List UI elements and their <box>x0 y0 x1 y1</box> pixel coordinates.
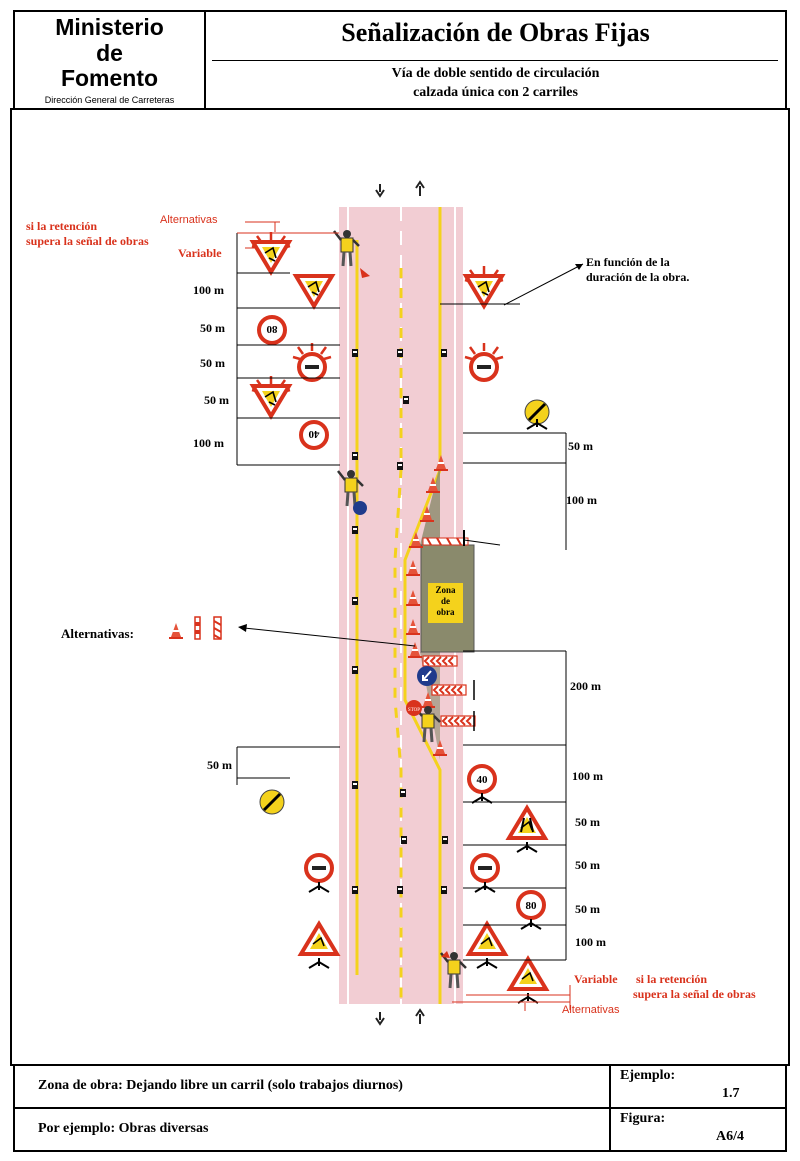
left-dimension-lines <box>236 233 340 785</box>
left-sign-3: 80 <box>257 315 287 345</box>
right-lower-sign-overtake <box>470 853 500 893</box>
right-lower-sign-works <box>467 922 507 969</box>
right-lower-sign-80: 80 <box>516 890 546 930</box>
left-distance-4: 50 m <box>204 393 229 407</box>
right-lower-distance-2: 50 m <box>575 815 600 829</box>
left-sign-1 <box>250 230 292 274</box>
top-retention-note-line1: si la retención <box>26 219 98 233</box>
bottom-variable-label: Variable <box>574 972 618 986</box>
work-zone-label-line2: de <box>441 596 450 606</box>
bottom-retention-note-line1: si la retención <box>636 972 708 986</box>
header-title-underline <box>212 60 778 61</box>
temporary-lane-markings <box>355 207 442 1004</box>
right-lower-distance-3: 50 m <box>575 858 600 872</box>
left-distance-2: 50 m <box>200 321 225 335</box>
alternativas-caption: Alternativas: <box>61 626 134 641</box>
footer-example-text: Por ejemplo: Obras diversas <box>38 1121 209 1136</box>
figure-value: A6/4 <box>716 1129 744 1144</box>
flagger-bottom <box>439 950 468 990</box>
duration-note-line2: duración de la obra. <box>586 270 690 284</box>
footer-description: Zona de obra: Dejando libre un carril (s… <box>38 1078 403 1093</box>
figure-label: Figura: <box>620 1111 666 1126</box>
right-dimension-lines <box>440 303 567 961</box>
right-upper-distance-1: 50 m <box>568 439 593 453</box>
left-lower-distance: 50 m <box>207 758 232 772</box>
ministry-name-line1: Ministerio <box>55 14 164 40</box>
right-upper-distance-2: 100 m <box>566 493 597 507</box>
top-alternativas-label: Alternativas <box>160 214 218 226</box>
left-sign-2 <box>294 274 334 308</box>
svg-text:STOP: STOP <box>408 708 420 713</box>
left-distance-1: 100 m <box>193 283 224 297</box>
left-distance-3: 50 m <box>200 356 225 370</box>
right-lower-distance-4: 50 m <box>575 902 600 916</box>
top-retention-note-line2: supera la señal de obras <box>26 234 149 248</box>
svg-text:80: 80 <box>526 900 538 912</box>
work-zone-label-line1: Zona <box>435 585 456 595</box>
directorate-name: Dirección General de Carreteras <box>44 95 175 105</box>
right-lower-distance-1: 100 m <box>572 769 603 783</box>
bottom-alternativas-label: Alternativas <box>562 1004 620 1016</box>
right-lower-sign-narrow <box>507 806 547 853</box>
example-value: 1.7 <box>722 1086 740 1101</box>
right-lower-sign-works-2 <box>508 957 548 1004</box>
svg-text:40: 40 <box>308 428 320 440</box>
svg-text:80: 80 <box>266 323 278 335</box>
left-lower-sign-1 <box>304 853 334 893</box>
flagger-upper-mid <box>336 468 367 515</box>
example-label: Ejemplo: <box>620 1068 676 1083</box>
right-sign-2 <box>463 341 505 382</box>
right-lower-distance-5: 100 m <box>575 935 606 949</box>
left-lower-sign-2 <box>299 922 339 969</box>
left-lower-end-sign <box>259 789 285 815</box>
left-sign-5 <box>250 374 292 418</box>
alternativas-symbols <box>169 616 222 640</box>
flagger-lower-mid: STOP <box>406 700 442 744</box>
middle-distance: 200 m <box>570 679 601 693</box>
traffic-arrows <box>375 180 425 1026</box>
page-subtitle-line1: Vía de doble sentido de circulación <box>391 66 600 81</box>
work-zone-label-line3: obra <box>436 607 455 617</box>
top-variable-label: Variable <box>178 246 222 260</box>
right-sign-1 <box>463 264 505 308</box>
svg-text:40: 40 <box>477 774 489 786</box>
left-sign-4 <box>291 341 333 382</box>
left-sign-6: 40 <box>299 420 329 450</box>
footer-column-divider <box>609 1064 611 1152</box>
flagger-top <box>332 228 370 278</box>
ministry-name-line2: de <box>96 40 123 66</box>
page-subtitle-line2: calzada única con 2 carriles <box>413 85 578 100</box>
bottom-retention-note-line2: supera la señal de obras <box>633 987 756 1001</box>
page-title: Señalización de Obras Fijas <box>341 18 650 47</box>
right-sign-end <box>524 399 550 430</box>
duration-note-line1: En función de la <box>586 255 670 269</box>
footer-row-divider <box>13 1107 787 1109</box>
left-distance-5: 100 m <box>193 436 224 450</box>
ministry-name-line3: Fomento <box>60 65 159 91</box>
right-lower-sign-40: 40 <box>467 764 497 804</box>
